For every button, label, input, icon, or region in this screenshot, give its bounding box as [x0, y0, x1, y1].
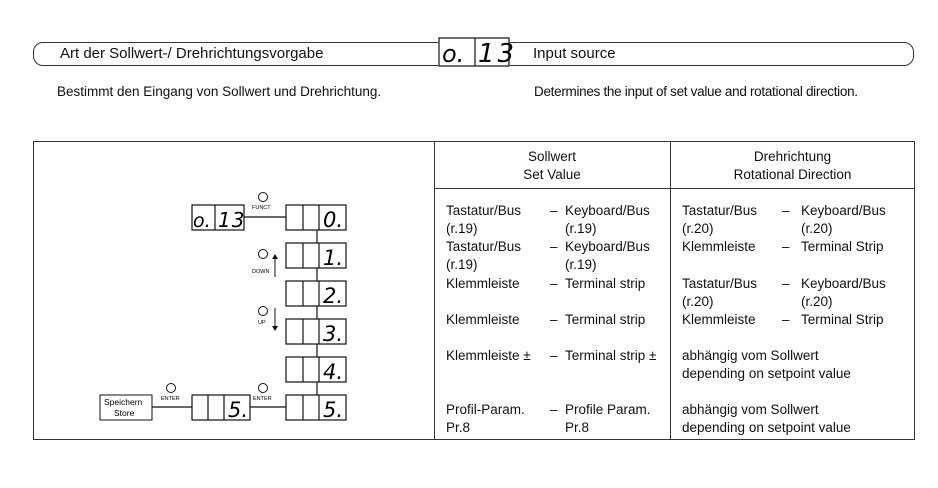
col-header-rotation-en: Rotational Direction — [733, 167, 852, 182]
header-title-en: Input source — [533, 45, 616, 62]
funct-led — [258, 192, 268, 202]
setvalue-de-5: Profil-Param.Pr.8 — [446, 402, 525, 435]
rotation-de-0: Tastatur/Bus(r.20) — [682, 203, 758, 236]
value-digit-4: 4. — [323, 360, 343, 384]
enter-right-label: ENTER — [253, 396, 272, 402]
setvalue-dash-5: – — [550, 402, 558, 417]
setvalue-en-0: Keyboard/Bus(r.19) — [565, 203, 650, 236]
rotation-en-1: Terminal Strip — [801, 239, 884, 254]
param-display-left: o. — [193, 210, 211, 232]
value-digit-3: 3. — [323, 322, 343, 346]
setvalue-en-2: Terminal strip — [565, 276, 646, 291]
main-table — [33, 141, 915, 440]
setvalue-dash-2: – — [550, 276, 558, 291]
setvalue-en-1: Keyboard/Bus(r.19) — [565, 239, 650, 272]
store-label-de: Speichern — [104, 397, 143, 407]
setvalue-dash-4: – — [550, 348, 558, 363]
rotation-de-3: Klemmleiste — [682, 312, 756, 327]
setvalue-dash-3: – — [550, 312, 558, 327]
header-code-display: o. 13 — [438, 37, 514, 69]
description-de: Bestimmt den Eingang von Sollwert und Dr… — [57, 84, 382, 99]
value-digit-0: 0. — [323, 208, 343, 232]
setvalue-en-3: Terminal strip — [565, 312, 646, 327]
value-display-1 — [285, 242, 347, 269]
rotation-en-3: Terminal Strip — [801, 312, 884, 327]
enter-left-label: ENTER — [161, 396, 180, 402]
rotation-de-2: Tastatur/Bus(r.20) — [682, 276, 758, 309]
rotation-de-1: Klemmleiste — [682, 239, 756, 254]
up-label: UP — [258, 320, 266, 326]
value-display-5 — [285, 394, 347, 421]
value-digit-5: 5. — [323, 398, 343, 422]
store-label-en: Store — [114, 408, 135, 418]
rotation-dash-1: – — [782, 239, 790, 254]
col-header-setvalue: Sollwert Set Value — [434, 148, 670, 184]
setvalue-dash-1: – — [550, 239, 558, 254]
divider-columns — [670, 141, 671, 440]
param-display-right: 13 — [218, 208, 245, 232]
setvalue-de-2: Klemmleiste — [446, 276, 520, 291]
col-header-setvalue-de: Sollwert — [527, 149, 576, 164]
col-header-rotation: Drehrichtung Rotational Direction — [670, 148, 915, 184]
value-digit-1: 1. — [323, 246, 343, 270]
description-en: Determines the input of set value and ro… — [534, 84, 858, 99]
value-display-3 — [285, 318, 347, 345]
setvalue-de-1: Tastatur/Bus(r.19) — [446, 239, 522, 272]
enter-right-led — [258, 383, 268, 393]
up-arrow-icon — [272, 326, 278, 331]
value-display-4 — [285, 356, 347, 383]
setvalue-en-5: Profile Param.Pr.8 — [565, 402, 651, 435]
value-digit-2: 2. — [323, 284, 343, 308]
down-arrow-icon — [272, 254, 278, 259]
stored-digit: 5. — [228, 398, 248, 422]
diagram-svg: 0. 1. 2. 3. 4. 5. o. 13 FUNCT DOWN UP 5. ENTER Speich… — [99, 192, 347, 422]
setvalue-de-3: Klemmleiste — [446, 312, 520, 327]
setvalue-de-4: Klemmleiste ± — [446, 348, 531, 363]
down-label: DOWN — [252, 269, 269, 275]
rotation-en-0: Keyboard/Bus(r.20) — [801, 203, 886, 236]
up-led — [258, 306, 268, 316]
header-divider — [434, 188, 915, 189]
operation-diagram: 0. 1. 2. 3. 4. 5. o. 13 FUNCT DOWN UP 5. ENTER Speich… — [34, 142, 434, 439]
setvalue-de-0: Tastatur/Bus(r.19) — [446, 203, 522, 236]
rotation-dash-0: – — [782, 203, 790, 218]
header-title-de: Art der Sollwert-/ Drehrichtungsvorgabe — [60, 45, 324, 62]
value-display-2 — [285, 280, 347, 307]
setvalue-dash-0: – — [550, 203, 558, 218]
value-display-0 — [285, 204, 347, 231]
down-led — [258, 249, 268, 259]
header-code-right: 13 — [478, 39, 517, 69]
divider-diagram — [434, 141, 435, 440]
col-header-rotation-de: Drehrichtung — [753, 149, 832, 164]
header-code-left: o. — [442, 40, 464, 68]
rotation-dash-2: – — [782, 276, 790, 291]
funct-label: FUNCT — [252, 205, 271, 211]
param-display — [191, 204, 245, 231]
enter-left-led — [166, 383, 176, 393]
rotation-en-2: Keyboard/Bus(r.20) — [801, 276, 886, 309]
store-box — [99, 394, 153, 421]
col-header-setvalue-en: Set Value — [523, 167, 581, 182]
setvalue-en-4: Terminal strip ± — [565, 348, 657, 363]
rotation-dash-3: – — [782, 312, 790, 327]
